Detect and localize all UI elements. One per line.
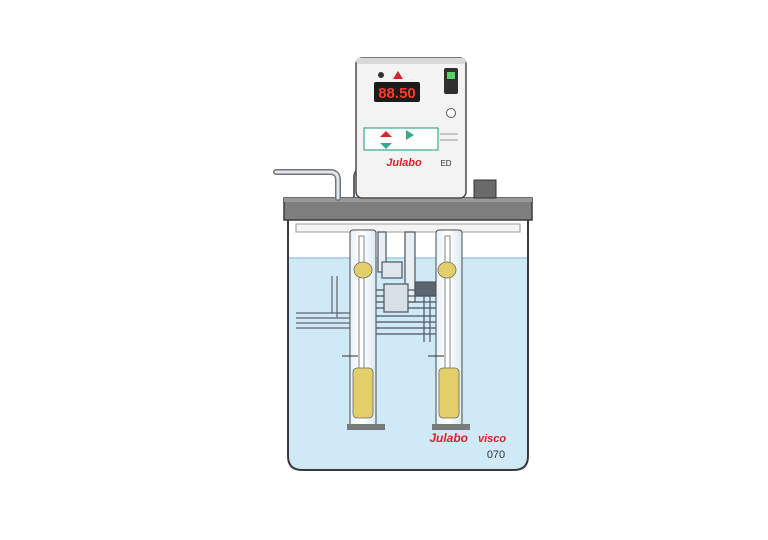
bath-product-name: visco [478,433,506,445]
start-button-icon[interactable] [406,130,414,140]
power-switch-icon[interactable] [444,68,458,94]
viscometer-tube-right [428,229,470,430]
controller-unit [355,57,467,199]
bath-brand: Julabo [429,431,468,445]
bath-model-number: 070 [487,449,505,461]
warning-triangle-icon [393,71,403,79]
alarm-icon [378,72,384,78]
bath-water [288,258,528,470]
lid-connector-box [473,179,497,199]
controller-model-tag: ED [440,159,451,168]
temperature-display [374,82,420,102]
heating-coil-left [296,276,350,329]
inlet-pipe [273,169,341,201]
up-arrow-icon[interactable] [380,131,392,137]
bath-mechanism [372,231,440,342]
controller-brand: Julabo [386,157,422,169]
display-digits: 88.50 [378,85,416,102]
down-arrow-icon[interactable] [380,143,392,149]
keypad-panel [363,127,439,151]
temperature-knob-icon[interactable] [446,108,456,118]
viscometer-tube-left [342,229,385,430]
